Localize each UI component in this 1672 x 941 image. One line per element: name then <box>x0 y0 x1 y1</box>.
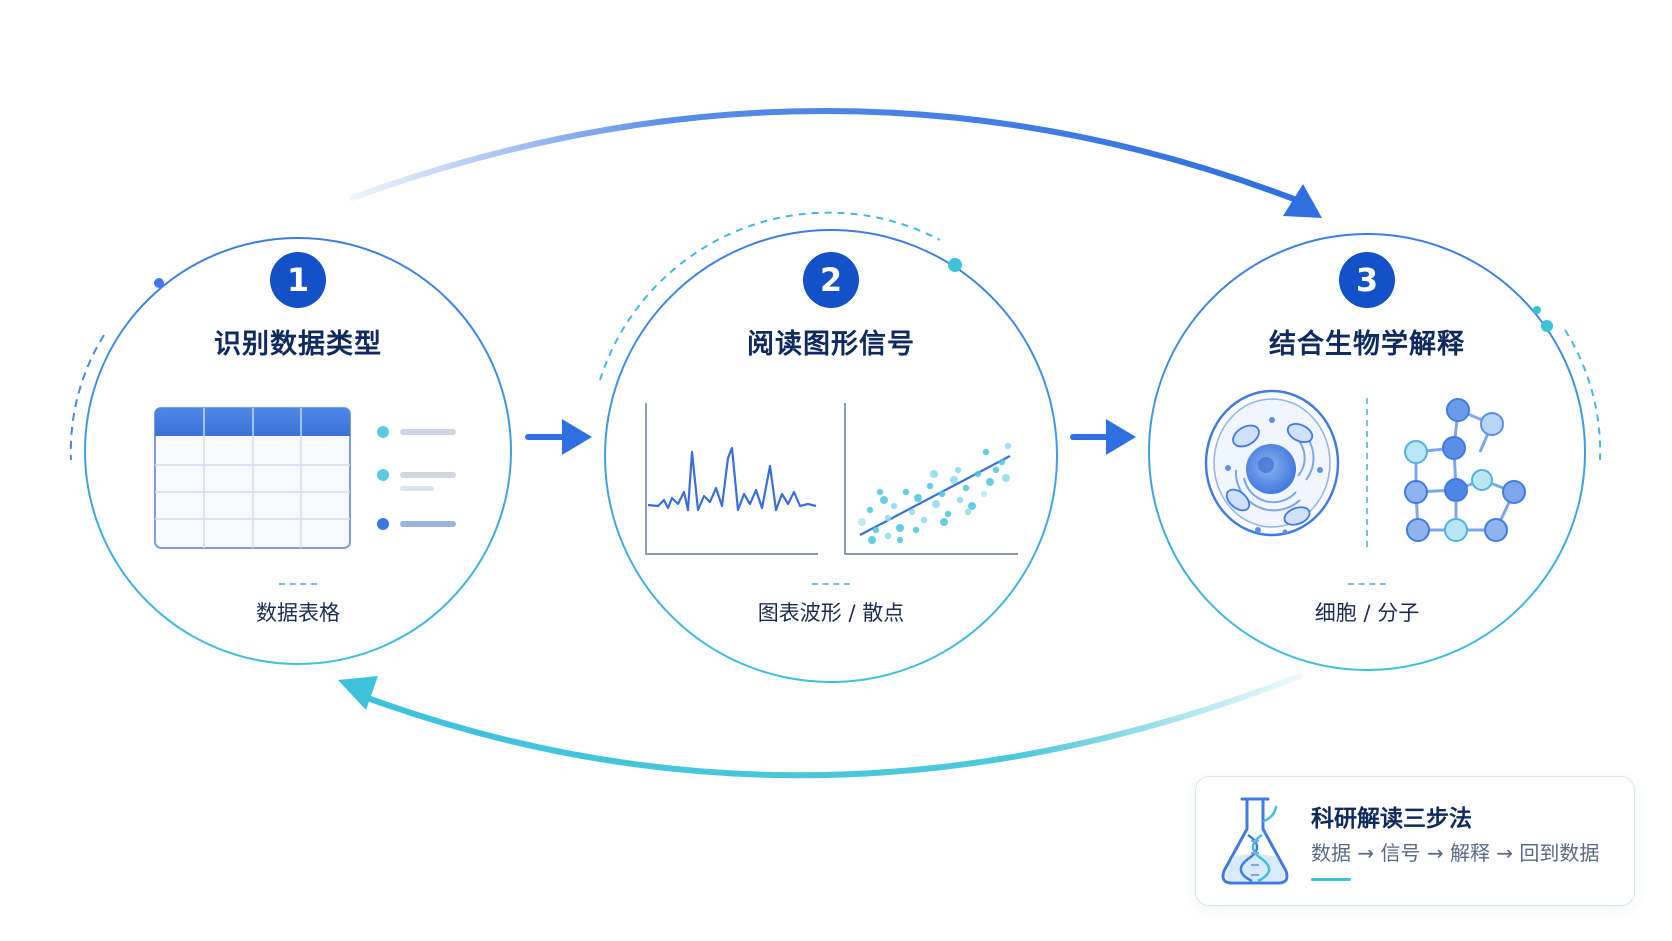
data-table-illustration <box>154 407 351 549</box>
stage-3-caption: 细胞 / 分子 <box>1157 583 1577 627</box>
scatter-dot <box>866 506 874 514</box>
scatter-dot <box>964 508 972 516</box>
molecule-illustration <box>1404 398 1526 542</box>
list-illustration <box>377 426 456 530</box>
stage-3: 3 结合生物学解释 <box>1157 252 1577 361</box>
stage-circle-3 <box>1148 233 1602 671</box>
summary-title: 科研解读三步法 <box>1311 806 1472 832</box>
scatter-dot <box>920 516 928 524</box>
stage-1-caption: 数据表格 <box>88 583 508 627</box>
caption-divider <box>812 583 850 585</box>
scatter-dot <box>858 518 866 526</box>
stage-2: 2 阅读图形信号 <box>621 252 1041 361</box>
stage-1: 1 识别数据类型 <box>88 252 508 361</box>
scatter-dot <box>998 458 1006 466</box>
scatter-dot <box>896 536 904 544</box>
waveform-chart-illustration <box>645 403 818 555</box>
summary-underline <box>1311 878 1351 881</box>
summary-flow: 数据 → 信号 → 解释 → 回到数据 <box>1311 841 1600 865</box>
scatter-dot <box>876 488 884 496</box>
scatter-dot <box>954 466 962 474</box>
scatter-dot <box>1004 442 1012 450</box>
scatter-dot <box>896 524 904 532</box>
scatter-dot <box>980 490 988 498</box>
scatter-dot <box>982 448 990 456</box>
stage-1-title: 识别数据类型 <box>214 329 382 360</box>
stage-2-badge: 2 <box>803 252 859 308</box>
scatter-dot <box>986 478 994 486</box>
stage-2-subtitle: 图表波形 / 散点 <box>757 601 905 625</box>
scatter-dot <box>956 496 964 504</box>
scatter-dot <box>884 532 892 540</box>
scatter-dot <box>926 482 934 490</box>
scatter-dot <box>880 496 888 504</box>
stage-3-badge: 3 <box>1339 252 1395 308</box>
scatter-dot <box>938 490 946 498</box>
stage-2-title: 阅读图形信号 <box>747 329 915 360</box>
scatter-dot <box>890 502 898 510</box>
scatter-dot <box>932 500 940 508</box>
right-arrow-icon <box>525 419 592 455</box>
summary-card: 科研解读三步法 数据 → 信号 → 解释 → 回到数据 <box>1195 776 1635 906</box>
caption-divider <box>1348 583 1386 585</box>
stage-2-caption: 图表波形 / 散点 <box>621 583 1041 627</box>
stage-circle-2 <box>599 211 1058 683</box>
scatter-dot <box>962 484 970 492</box>
right-arrow-icon <box>1070 419 1136 455</box>
scatter-dot <box>914 494 922 502</box>
scatter-dot <box>950 476 958 484</box>
scatter-dot <box>884 514 892 522</box>
cycle-arrow-bottom <box>338 673 1303 779</box>
scatter-plot-illustration <box>844 403 1018 555</box>
cell-illustration <box>1204 389 1340 537</box>
scatter-dot <box>968 502 976 510</box>
cycle-arrow-top <box>349 108 1322 218</box>
scatter-dot <box>872 526 880 534</box>
stage-1-badge: 1 <box>270 252 326 308</box>
scatter-dot <box>940 518 948 526</box>
scatter-dot <box>1002 474 1010 482</box>
flask-dna-icon <box>1221 797 1289 885</box>
scatter-dot <box>912 526 920 534</box>
scatter-dot <box>944 510 952 518</box>
scatter-dot <box>930 470 938 478</box>
stage-3-title: 结合生物学解释 <box>1269 329 1465 360</box>
stage-1-subtitle: 数据表格 <box>256 601 340 625</box>
scatter-dot <box>992 466 1000 474</box>
caption-divider <box>279 583 317 585</box>
scatter-dot <box>908 508 916 516</box>
scatter-dot <box>974 470 982 478</box>
scatter-dot <box>868 536 876 544</box>
scatter-dot <box>902 488 910 496</box>
stage-3-subtitle: 细胞 / 分子 <box>1314 601 1420 625</box>
